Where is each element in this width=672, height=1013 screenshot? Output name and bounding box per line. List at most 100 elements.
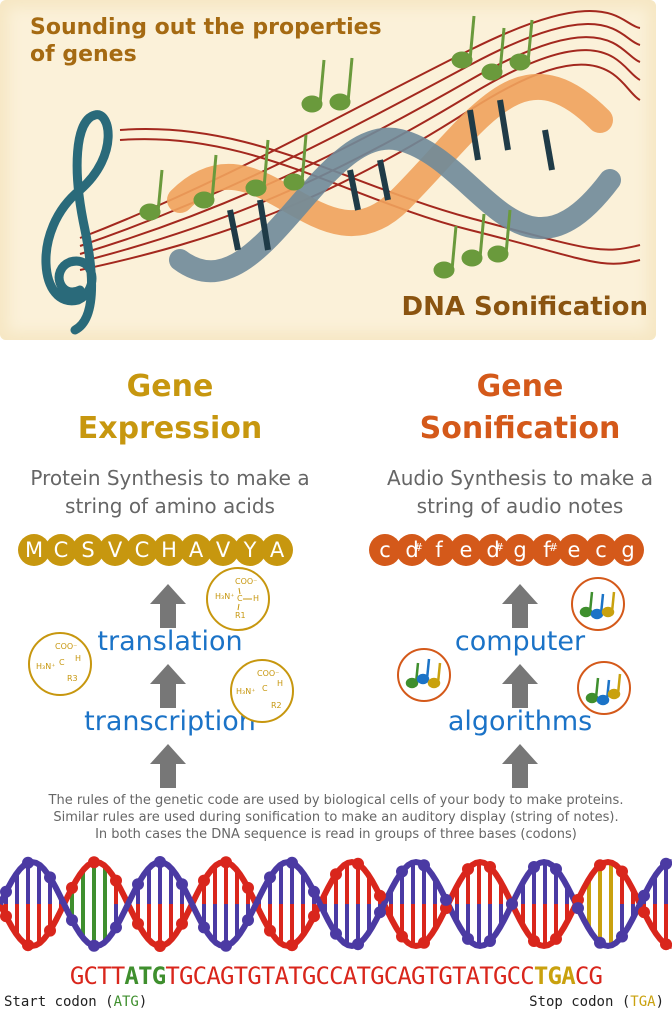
- backbone-node: [484, 860, 496, 873]
- rules-text: The rules of the genetic code are used b…: [0, 792, 672, 843]
- up-arrow-icon: [150, 664, 186, 708]
- backbone-node: [528, 860, 540, 873]
- up-arrow-icon: [150, 584, 186, 628]
- amino-acid-r1-icon: COO⁻ H₃N⁺ C H R1: [206, 567, 270, 631]
- backbone-node: [418, 936, 430, 949]
- sharp-sign: #: [413, 541, 423, 554]
- stop-codon-label-codon: TGA: [630, 994, 656, 1010]
- banner-title: Sounding out the properties of genes: [30, 14, 410, 68]
- sequence-middle: TGCAGTGTATGCCATGCAGTGTATGCC: [165, 962, 534, 990]
- amino-acid-bead: Y: [234, 534, 266, 566]
- stop-codon-label: Stop codon (TGA): [529, 994, 664, 1010]
- backbone-node: [66, 914, 78, 927]
- backbone-node: [418, 859, 430, 872]
- backbone-node: [594, 859, 606, 872]
- backbone-node: [242, 914, 254, 927]
- rules-line3: In both cases the DNA sequence is read i…: [95, 827, 577, 842]
- backbone-node: [396, 930, 408, 943]
- amino-acid-bead: S: [72, 534, 104, 566]
- backbone-node: [330, 868, 342, 881]
- note-letter: d: [486, 538, 500, 562]
- start-codon-label-close: ): [138, 994, 148, 1010]
- left-title-line2: Expression: [77, 411, 263, 446]
- backbone-node: [616, 930, 628, 943]
- audio-note-bead: d#: [396, 534, 428, 566]
- stop-codon-label-close: ): [655, 994, 664, 1010]
- backbone-node: [638, 889, 650, 902]
- backbone-node: [484, 935, 496, 948]
- backbone-node: [440, 893, 452, 906]
- start-codon-label: Start codon (ATG): [4, 994, 147, 1010]
- audio-note-bead: e: [558, 534, 590, 566]
- left-subtitle-line1: Protein Synthesis to make a: [30, 466, 310, 490]
- amino-acid-bead: H: [153, 534, 185, 566]
- backbone-node: [550, 863, 562, 876]
- backbone-node: [396, 865, 408, 878]
- backbone-node: [308, 910, 320, 923]
- svg-text:H₃N⁺: H₃N⁺: [36, 662, 55, 671]
- left-title: Gene Expression: [20, 366, 320, 450]
- up-arrow-icon: [502, 744, 538, 788]
- note-letter: g: [513, 538, 527, 562]
- svg-text:COO⁻: COO⁻: [55, 642, 77, 651]
- banner-title-line2: of genes: [30, 42, 137, 67]
- backbone-node: [286, 939, 298, 952]
- backbone-node: [110, 921, 122, 934]
- svg-text:H: H: [277, 679, 283, 688]
- computer-label: computer: [454, 626, 586, 657]
- backbone-node: [660, 857, 672, 870]
- backbone-node: [22, 939, 34, 952]
- right-title: Gene Sonification: [370, 366, 670, 450]
- amino-acid-bead: C: [45, 534, 77, 566]
- svg-text:H₃N⁺: H₃N⁺: [215, 592, 234, 601]
- banner-illustration: [41, 10, 641, 335]
- backbone-node: [220, 856, 232, 869]
- amino-acid-bead: C: [126, 534, 158, 566]
- backbone-node: [198, 921, 210, 934]
- right-subtitle-line1: Audio Synthesis to make a: [387, 466, 653, 490]
- backbone-node: [572, 893, 584, 906]
- right-title-line1: Gene: [476, 369, 564, 404]
- audio-note-bead: f#: [531, 534, 563, 566]
- backbone-node: [264, 871, 276, 884]
- dna-double-helix: [0, 856, 672, 952]
- amino-acid-r2-icon: COO⁻ H₃N⁺ C H R2: [230, 659, 294, 723]
- backbone-node: [88, 939, 100, 952]
- backbone-node: [220, 939, 232, 952]
- backbone-node: [550, 932, 562, 945]
- svg-text:COO⁻: COO⁻: [257, 669, 279, 678]
- amino-acid-bead: A: [261, 534, 293, 566]
- sharp-sign: #: [494, 541, 504, 554]
- note-letter: f: [543, 538, 551, 562]
- sequence-prefix: GCTT: [69, 962, 125, 990]
- amino-acid-bead: V: [99, 534, 131, 566]
- start-codon-label-text: Start codon (: [4, 994, 114, 1010]
- note-letter: c: [379, 538, 391, 562]
- banner-title-line1: Sounding out the properties: [30, 15, 382, 40]
- svg-text:R3: R3: [67, 674, 78, 683]
- svg-text:R2: R2: [271, 701, 282, 710]
- backbone-node: [198, 874, 210, 887]
- up-arrow-icon: [150, 744, 186, 788]
- audio-note-bead: f: [423, 534, 455, 566]
- sharp-sign: #: [548, 541, 558, 554]
- algorithms-label: algorithms: [447, 706, 593, 737]
- backbone-node: [44, 924, 56, 937]
- note-letter: g: [621, 538, 635, 562]
- backbone-node: [594, 936, 606, 949]
- backbone-node: [462, 932, 474, 945]
- rules-line2: Similar rules are used during sonificati…: [53, 810, 619, 825]
- backbone-node: [638, 906, 650, 919]
- start-codon: ATG: [124, 962, 166, 990]
- stop-codon-label-text: Stop codon (: [529, 994, 631, 1010]
- backbone-node: [22, 856, 34, 869]
- start-codon-label-codon: ATG: [113, 994, 139, 1010]
- backbone-node: [462, 863, 474, 876]
- audio-note-bead: e: [450, 534, 482, 566]
- translation-label: translation: [97, 626, 243, 657]
- amino-acid-r3-icon: COO⁻ H₃N⁺ C H R3: [28, 632, 92, 696]
- note-letter: f: [435, 538, 443, 562]
- svg-text:H: H: [253, 594, 259, 603]
